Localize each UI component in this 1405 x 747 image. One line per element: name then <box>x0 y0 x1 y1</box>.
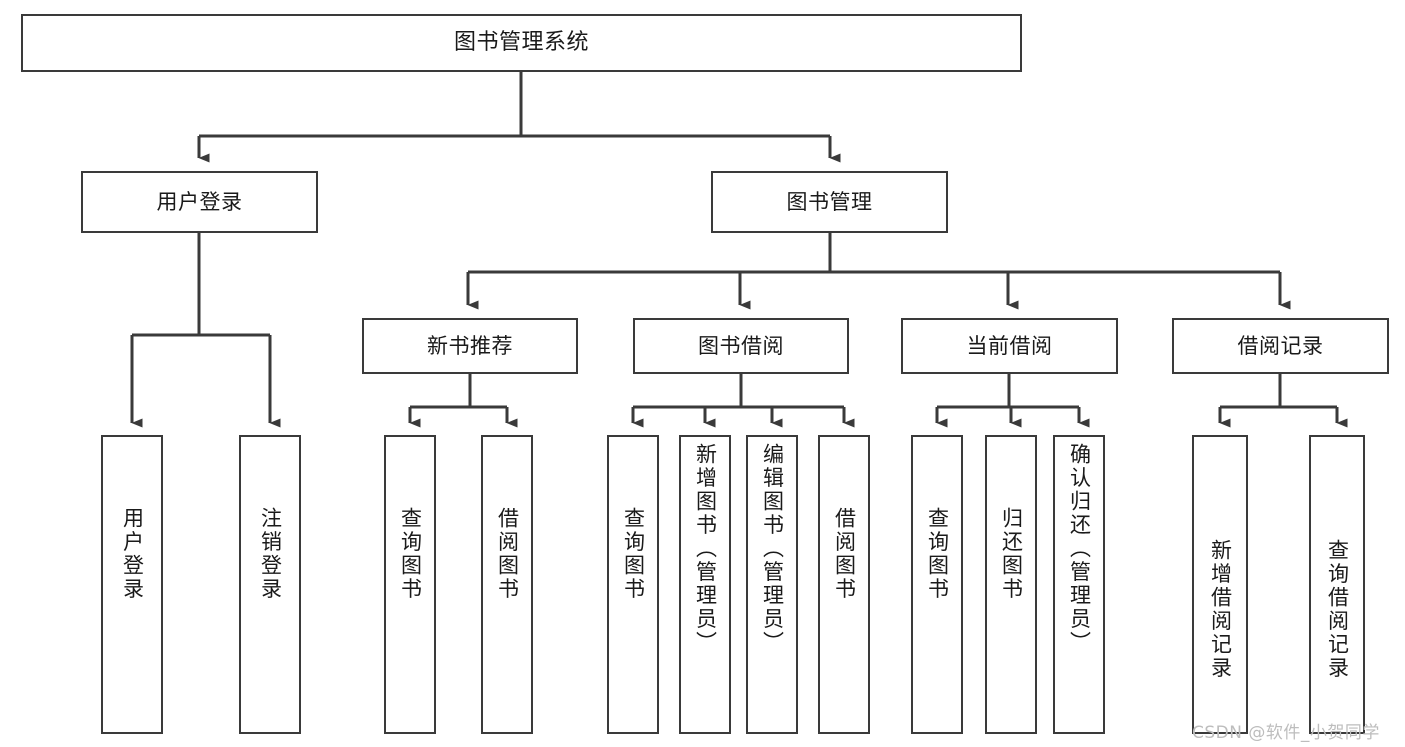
node-user-login[interactable]: 用户登录 <box>81 171 318 233</box>
node-label: 新书推荐 <box>427 333 513 358</box>
node-leaf-return-book[interactable]: 归还图书 <box>985 435 1037 734</box>
node-leaf-search-book-2[interactable]: 查询图书 <box>607 435 659 734</box>
node-label: 归还图书 <box>999 507 1024 601</box>
node-leaf-add-book[interactable]: 新增图书（管理员） <box>679 435 731 734</box>
node-label: 查询图书 <box>925 507 950 601</box>
node-label: 当前借阅 <box>966 333 1053 358</box>
node-book-manage[interactable]: 图书管理 <box>711 171 948 233</box>
node-leaf-search-book-3[interactable]: 查询图书 <box>911 435 963 734</box>
node-leaf-edit-book[interactable]: 编辑图书（管理员） <box>746 435 798 734</box>
node-leaf-borrow-book-2[interactable]: 借阅图书 <box>818 435 870 734</box>
node-leaf-search-record[interactable]: 查询借阅记录 <box>1309 435 1365 734</box>
node-label: 新增借阅记录 <box>1208 539 1233 680</box>
node-leaf-search-book-1[interactable]: 查询图书 <box>384 435 436 734</box>
node-leaf-confirm-return[interactable]: 确认归还（管理员） <box>1053 435 1105 734</box>
node-root-system[interactable]: 图书管理系统 <box>21 14 1022 72</box>
node-label: 借阅记录 <box>1237 333 1324 358</box>
node-borrow-record[interactable]: 借阅记录 <box>1172 318 1389 374</box>
node-label: 用户登录 <box>120 507 145 601</box>
node-leaf-add-record[interactable]: 新增借阅记录 <box>1192 435 1248 734</box>
node-label: 用户登录 <box>156 189 243 214</box>
node-label: 图书管理 <box>786 189 873 214</box>
node-label: 查询图书 <box>398 507 423 601</box>
node-current-borrow[interactable]: 当前借阅 <box>901 318 1118 374</box>
node-label: 查询借阅记录 <box>1325 539 1350 680</box>
node-label: 新增图书（管理员） <box>693 443 718 655</box>
node-label: 图书借阅 <box>698 333 784 358</box>
node-label: 图书管理系统 <box>453 30 589 56</box>
node-label: 注销登录 <box>258 507 283 601</box>
node-leaf-user-login[interactable]: 用户登录 <box>101 435 163 734</box>
node-leaf-borrow-book-1[interactable]: 借阅图书 <box>481 435 533 734</box>
node-label: 编辑图书（管理员） <box>760 443 785 655</box>
node-new-book-rec[interactable]: 新书推荐 <box>362 318 578 374</box>
node-label: 确认归还（管理员） <box>1067 443 1092 655</box>
node-label: 查询图书 <box>621 507 646 601</box>
node-label: 借阅图书 <box>832 507 857 601</box>
node-leaf-user-logout[interactable]: 注销登录 <box>239 435 301 734</box>
watermark-text: CSDN @软件_小贺同学 <box>1192 723 1380 743</box>
node-label: 借阅图书 <box>495 507 520 601</box>
node-book-borrow[interactable]: 图书借阅 <box>633 318 849 374</box>
